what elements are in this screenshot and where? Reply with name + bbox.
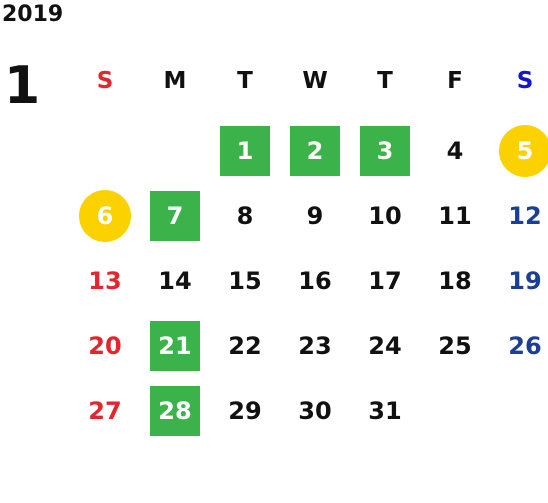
day-cell[interactable]: 24 xyxy=(350,320,420,372)
day-number: 2 xyxy=(290,126,340,176)
day-cell[interactable]: 21 xyxy=(140,320,210,372)
day-number: 8 xyxy=(236,202,254,230)
day-cell[interactable]: 29 xyxy=(210,385,280,437)
day-cell[interactable]: 8 xyxy=(210,190,280,242)
day-cell[interactable]: 26 xyxy=(490,320,548,372)
day-cell[interactable]: 23 xyxy=(280,320,350,372)
weekday-thu: T xyxy=(377,68,393,94)
weekday-fri: F xyxy=(447,68,463,94)
day-number: 16 xyxy=(298,267,332,295)
weekday-sat: S xyxy=(516,68,534,94)
day-number: 19 xyxy=(508,267,542,295)
day-number: 13 xyxy=(88,267,122,295)
day-cell[interactable]: 10 xyxy=(350,190,420,242)
day-cell[interactable]: 28 xyxy=(140,385,210,437)
day-number: 18 xyxy=(438,267,472,295)
day-number: 27 xyxy=(88,397,122,425)
day-cell[interactable]: 4 xyxy=(420,125,490,177)
day-number: 24 xyxy=(368,332,402,360)
day-number: 28 xyxy=(150,386,200,436)
day-cell[interactable]: 27 xyxy=(70,385,140,437)
weekday-tue: T xyxy=(237,68,253,94)
day-cell[interactable]: 11 xyxy=(420,190,490,242)
weekday-wed: W xyxy=(302,68,328,94)
day-number: 15 xyxy=(228,267,262,295)
day-number: 5 xyxy=(499,125,548,177)
day-number: 23 xyxy=(298,332,332,360)
day-cell[interactable]: 9 xyxy=(280,190,350,242)
day-number: 12 xyxy=(508,202,542,230)
day-number: 22 xyxy=(228,332,262,360)
day-cell[interactable]: 30 xyxy=(280,385,350,437)
day-cell[interactable]: 19 xyxy=(490,255,548,307)
day-number: 17 xyxy=(368,267,402,295)
day-cell[interactable]: 1 xyxy=(210,125,280,177)
day-cell[interactable]: 20 xyxy=(70,320,140,372)
day-cell[interactable]: 13 xyxy=(70,255,140,307)
day-number: 6 xyxy=(79,190,131,242)
day-number: 11 xyxy=(438,202,472,230)
day-number: 26 xyxy=(508,332,542,360)
day-cell[interactable]: 22 xyxy=(210,320,280,372)
month-label: 1 xyxy=(4,56,41,116)
day-cell[interactable]: 3 xyxy=(350,125,420,177)
day-cell[interactable]: 15 xyxy=(210,255,280,307)
day-number: 9 xyxy=(306,202,324,230)
day-number: 10 xyxy=(368,202,402,230)
day-cell[interactable]: 12 xyxy=(490,190,548,242)
day-number: 31 xyxy=(368,397,402,425)
day-cell[interactable]: 14 xyxy=(140,255,210,307)
day-number: 7 xyxy=(150,191,200,241)
day-number: 14 xyxy=(158,267,192,295)
day-cell[interactable]: 25 xyxy=(420,320,490,372)
day-cell[interactable]: 2 xyxy=(280,125,350,177)
day-cell[interactable]: 5 xyxy=(490,125,548,177)
day-cell[interactable]: 6 xyxy=(70,190,140,242)
day-number: 20 xyxy=(88,332,122,360)
weekday-mon: M xyxy=(163,68,187,94)
year-label: 2019 xyxy=(2,2,64,27)
day-cell[interactable]: 7 xyxy=(140,190,210,242)
day-number: 30 xyxy=(298,397,332,425)
day-number: 4 xyxy=(446,137,464,165)
day-number: 29 xyxy=(228,397,262,425)
day-number: 1 xyxy=(220,126,270,176)
day-number: 3 xyxy=(360,126,410,176)
day-cell[interactable]: 16 xyxy=(280,255,350,307)
day-number: 21 xyxy=(150,321,200,371)
day-cell[interactable]: 17 xyxy=(350,255,420,307)
day-number: 25 xyxy=(438,332,472,360)
weekday-sun: S xyxy=(96,68,114,94)
day-cell[interactable]: 18 xyxy=(420,255,490,307)
day-cell[interactable]: 31 xyxy=(350,385,420,437)
